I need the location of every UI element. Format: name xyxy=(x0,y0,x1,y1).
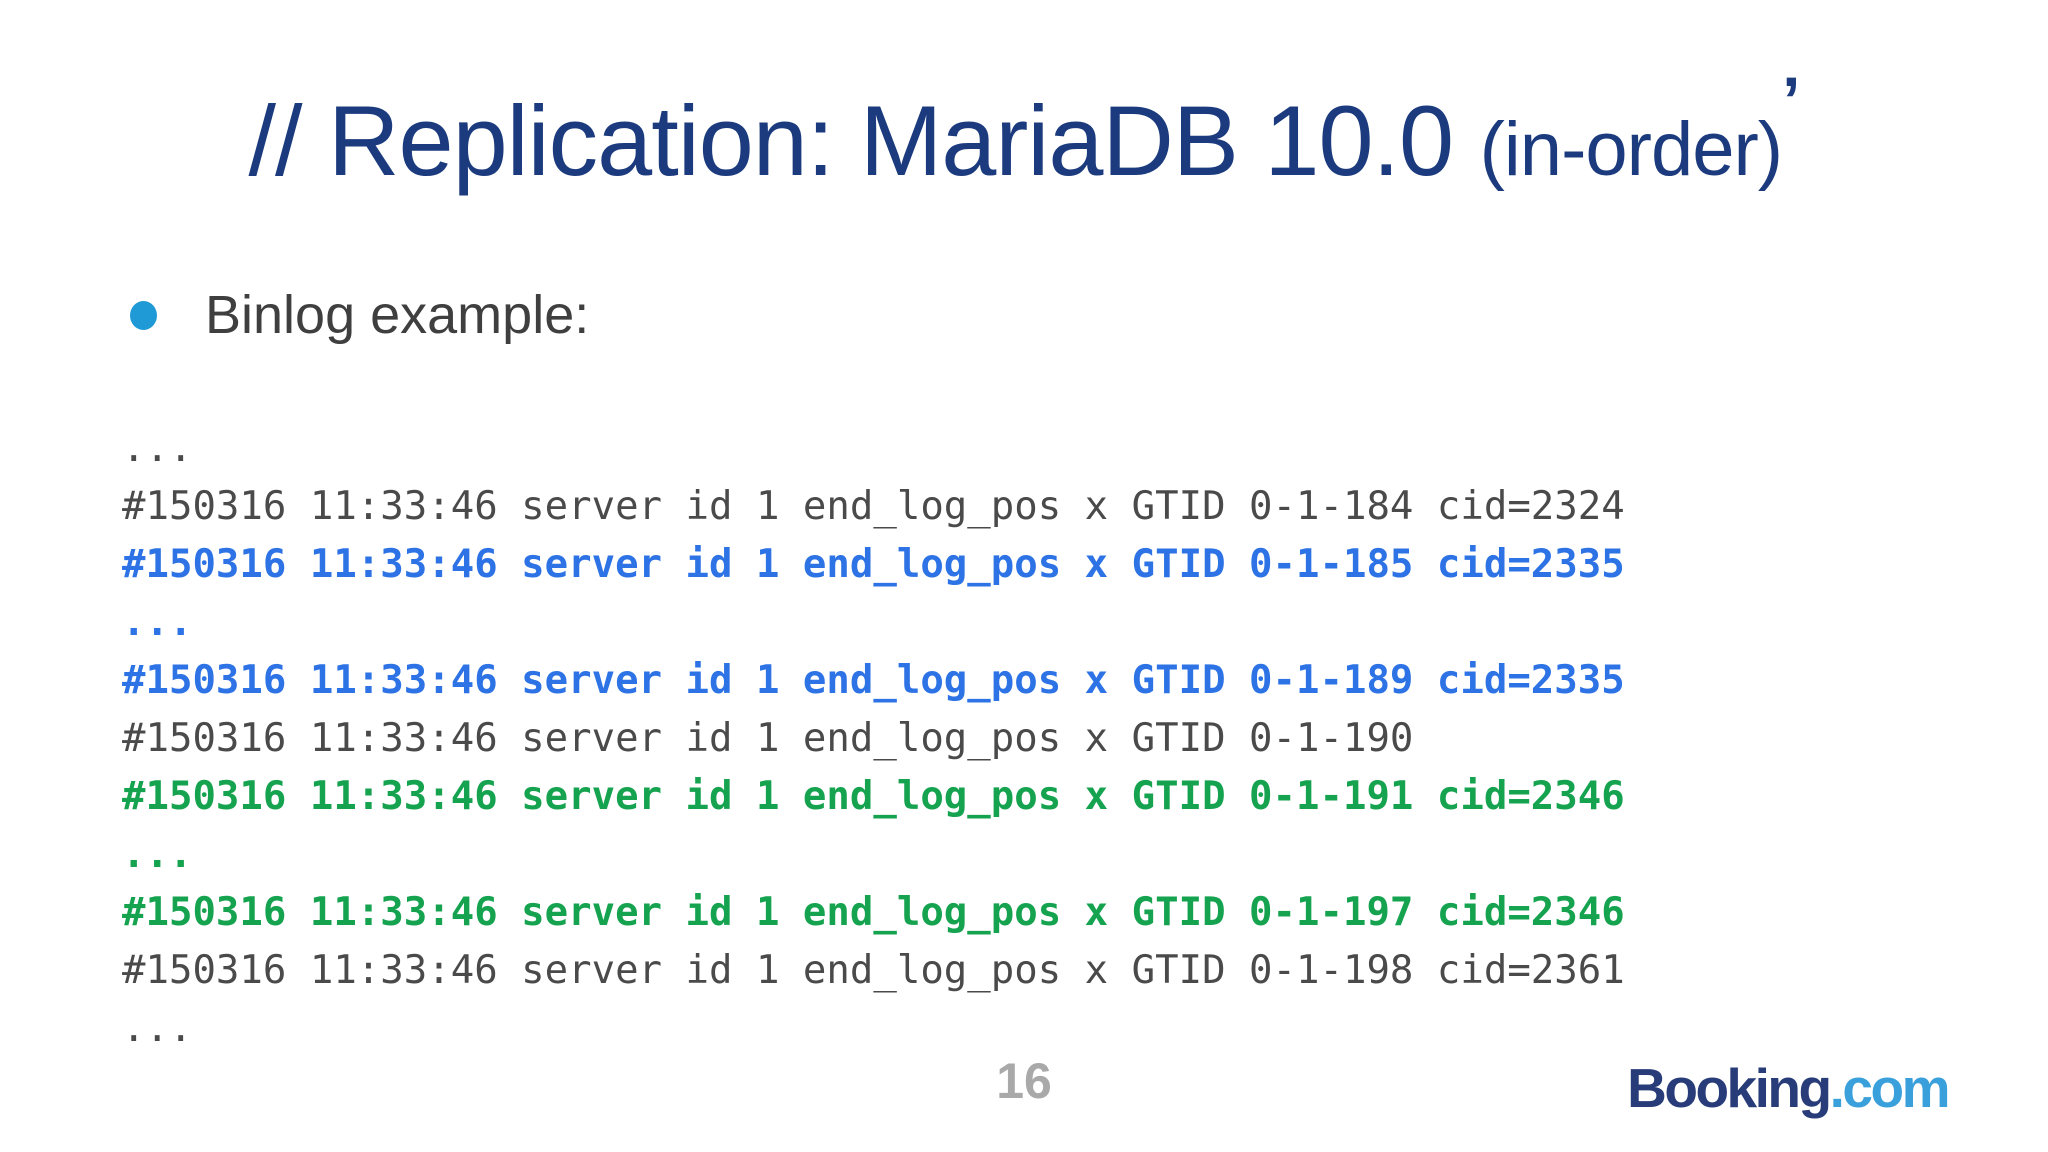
slide-title: // Replication: MariaDB 10.0 (in-order)’ xyxy=(0,62,2048,198)
bullet-dot-icon xyxy=(130,300,157,330)
code-line: ... xyxy=(122,1006,193,1051)
slide-title-suffix: (in-order) xyxy=(1479,107,1783,192)
booking-logo-secondary: .com xyxy=(1829,1057,1951,1119)
code-line: #150316 11:33:46 server id 1 end_log_pos… xyxy=(122,542,1625,587)
page-number: 16 xyxy=(996,1053,1052,1109)
booking-logo-primary: Booking xyxy=(1627,1057,1832,1119)
slide-title-tick: ’ xyxy=(1782,63,1800,137)
code-line: ... xyxy=(122,600,193,645)
code-line: #150316 11:33:46 server id 1 end_log_pos… xyxy=(122,948,1625,993)
booking-logo: Booking.com xyxy=(1627,1056,1951,1120)
code-line: ... xyxy=(122,426,193,471)
bullet-label: Binlog example: xyxy=(205,285,590,345)
code-line: #150316 11:33:46 server id 1 end_log_pos… xyxy=(122,890,1625,935)
code-line: #150316 11:33:46 server id 1 end_log_pos… xyxy=(122,774,1625,819)
code-line: #150316 11:33:46 server id 1 end_log_pos… xyxy=(122,484,1625,529)
slide-title-main: // Replication: MariaDB 10.0 xyxy=(248,85,1480,196)
binlog-code-block: ... #150316 11:33:46 server id 1 end_log_… xyxy=(122,420,1625,1058)
code-line: #150316 11:33:46 server id 1 end_log_pos… xyxy=(122,716,1414,761)
code-line: #150316 11:33:46 server id 1 end_log_pos… xyxy=(122,658,1625,703)
bullet-item: Binlog example: xyxy=(130,284,589,346)
code-line: ... xyxy=(122,832,193,877)
